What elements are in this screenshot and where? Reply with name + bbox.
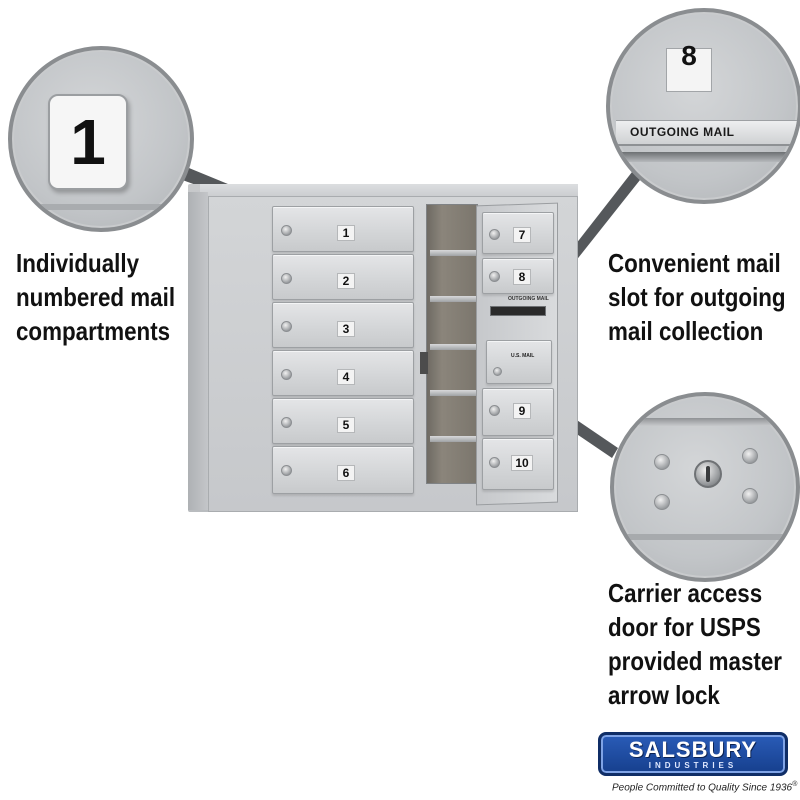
door-lock-icon (489, 229, 500, 240)
usps-panel: U.S. MAIL (486, 340, 552, 384)
registered-mark: ® (792, 781, 798, 788)
door-lock-icon (281, 465, 292, 476)
callout-carrier-text: Carrier access door for USPS provided ma… (608, 576, 782, 712)
zoom-outgoing-label: OUTGOING MAIL (630, 125, 735, 139)
mailbox-cabinet-top (200, 184, 578, 198)
compartment-door-3[interactable]: 3 (272, 302, 414, 348)
zoom-rivet-icon (742, 488, 758, 504)
callout-numbered-line-2: numbered mail (16, 282, 176, 312)
callout-outgoing-text: Convenient mail slot for outgoing mail c… (608, 246, 786, 348)
door-lock-icon (281, 273, 292, 284)
compartment-door-9[interactable]: 9 (482, 388, 554, 436)
brand-tagline-text: People Committed to Quality Since 1936 (612, 782, 793, 794)
salsbury-logo: SALSBURY INDUSTRIES (598, 732, 788, 776)
zoom-number-text: 1 (70, 106, 106, 178)
outgoing-mail-slot[interactable] (490, 306, 546, 316)
callout-numbered-text: Individually numbered mail compartments (16, 246, 175, 348)
zoom-circle-outgoing: 8 OUTGOING MAIL (606, 8, 800, 204)
compartment-door-6[interactable]: 6 (272, 446, 414, 494)
callout-numbered-line-3: compartments (16, 316, 171, 346)
cavity-latch (420, 352, 428, 374)
door-lock-icon (489, 405, 500, 416)
door-number: 7 (513, 227, 531, 243)
door-number: 4 (337, 369, 355, 385)
compartment-door-7[interactable]: 7 (482, 212, 554, 254)
cavity-shelf (430, 390, 476, 396)
zoom-slot-shadow (610, 152, 798, 162)
compartment-door-10[interactable]: 10 (482, 438, 554, 490)
zoom-outgoing-plate: OUTGOING MAIL (616, 120, 798, 146)
compartment-door-4[interactable]: 4 (272, 350, 414, 396)
zoom-number-tag: 1 (48, 94, 128, 190)
cavity-shelf (430, 250, 476, 256)
compartment-door-1[interactable]: 1 (272, 206, 414, 252)
zoom-door-edge (12, 204, 190, 210)
zoom-rivet-icon (654, 454, 670, 470)
zoom-rivet-icon (654, 494, 670, 510)
door-lock-icon (489, 271, 500, 282)
zoom-number-tag-8: 8 (666, 41, 712, 92)
door-number: 2 (337, 273, 355, 289)
door-lock-icon (489, 457, 500, 468)
door-lock-icon (281, 369, 292, 380)
zoom-rivet-icon (742, 448, 758, 464)
callout-carrier-line-2: door for USPS (608, 612, 761, 642)
compartment-door-5[interactable]: 5 (272, 398, 414, 444)
door-number: 6 (337, 465, 355, 481)
zoom-door-edge-bottom (614, 534, 796, 540)
callout-numbered-line-1: Individually (16, 248, 140, 278)
callout-carrier-line-1: Carrier access (608, 578, 763, 608)
callout-outgoing-line-2: slot for outgoing (608, 282, 786, 312)
logo-subname: INDUSTRIES (648, 761, 738, 770)
door-number: 9 (513, 403, 531, 419)
zoom-door-edge-top (614, 418, 796, 426)
logo-name: SALSBURY (628, 737, 758, 762)
cavity-shelf (430, 296, 476, 302)
door-lock-icon (281, 321, 292, 332)
outgoing-mail-label: OUTGOING MAIL (508, 296, 549, 302)
door-number: 8 (513, 269, 531, 285)
compartment-door-2[interactable]: 2 (272, 254, 414, 300)
zoom-circle-number: 1 (8, 46, 194, 232)
callout-carrier-line-3: provided master (608, 646, 782, 676)
zoom-number-text-8: 8 (681, 40, 697, 71)
arrow-lock-icon (493, 367, 502, 376)
cavity-shelf (430, 344, 476, 350)
usps-label: U.S. MAIL (511, 353, 535, 359)
compartment-door-8[interactable]: 8 (482, 258, 554, 294)
door-number: 1 (337, 225, 355, 241)
mailbox-cabinet-side (188, 192, 208, 510)
arrow-lock-icon (694, 460, 722, 488)
door-number: 5 (337, 417, 355, 433)
door-lock-icon (281, 417, 292, 428)
zoom-circle-carrier-lock (610, 392, 800, 582)
callout-outgoing-line-1: Convenient mail (608, 248, 781, 278)
cavity-shelf (430, 436, 476, 442)
callout-outgoing-line-3: mail collection (608, 316, 764, 346)
brand-tagline: People Committed to Quality Since 1936® (612, 781, 797, 793)
callout-carrier-line-4: arrow lock (608, 680, 720, 710)
door-number: 3 (337, 321, 355, 337)
door-number: 10 (511, 455, 533, 471)
door-lock-icon (281, 225, 292, 236)
